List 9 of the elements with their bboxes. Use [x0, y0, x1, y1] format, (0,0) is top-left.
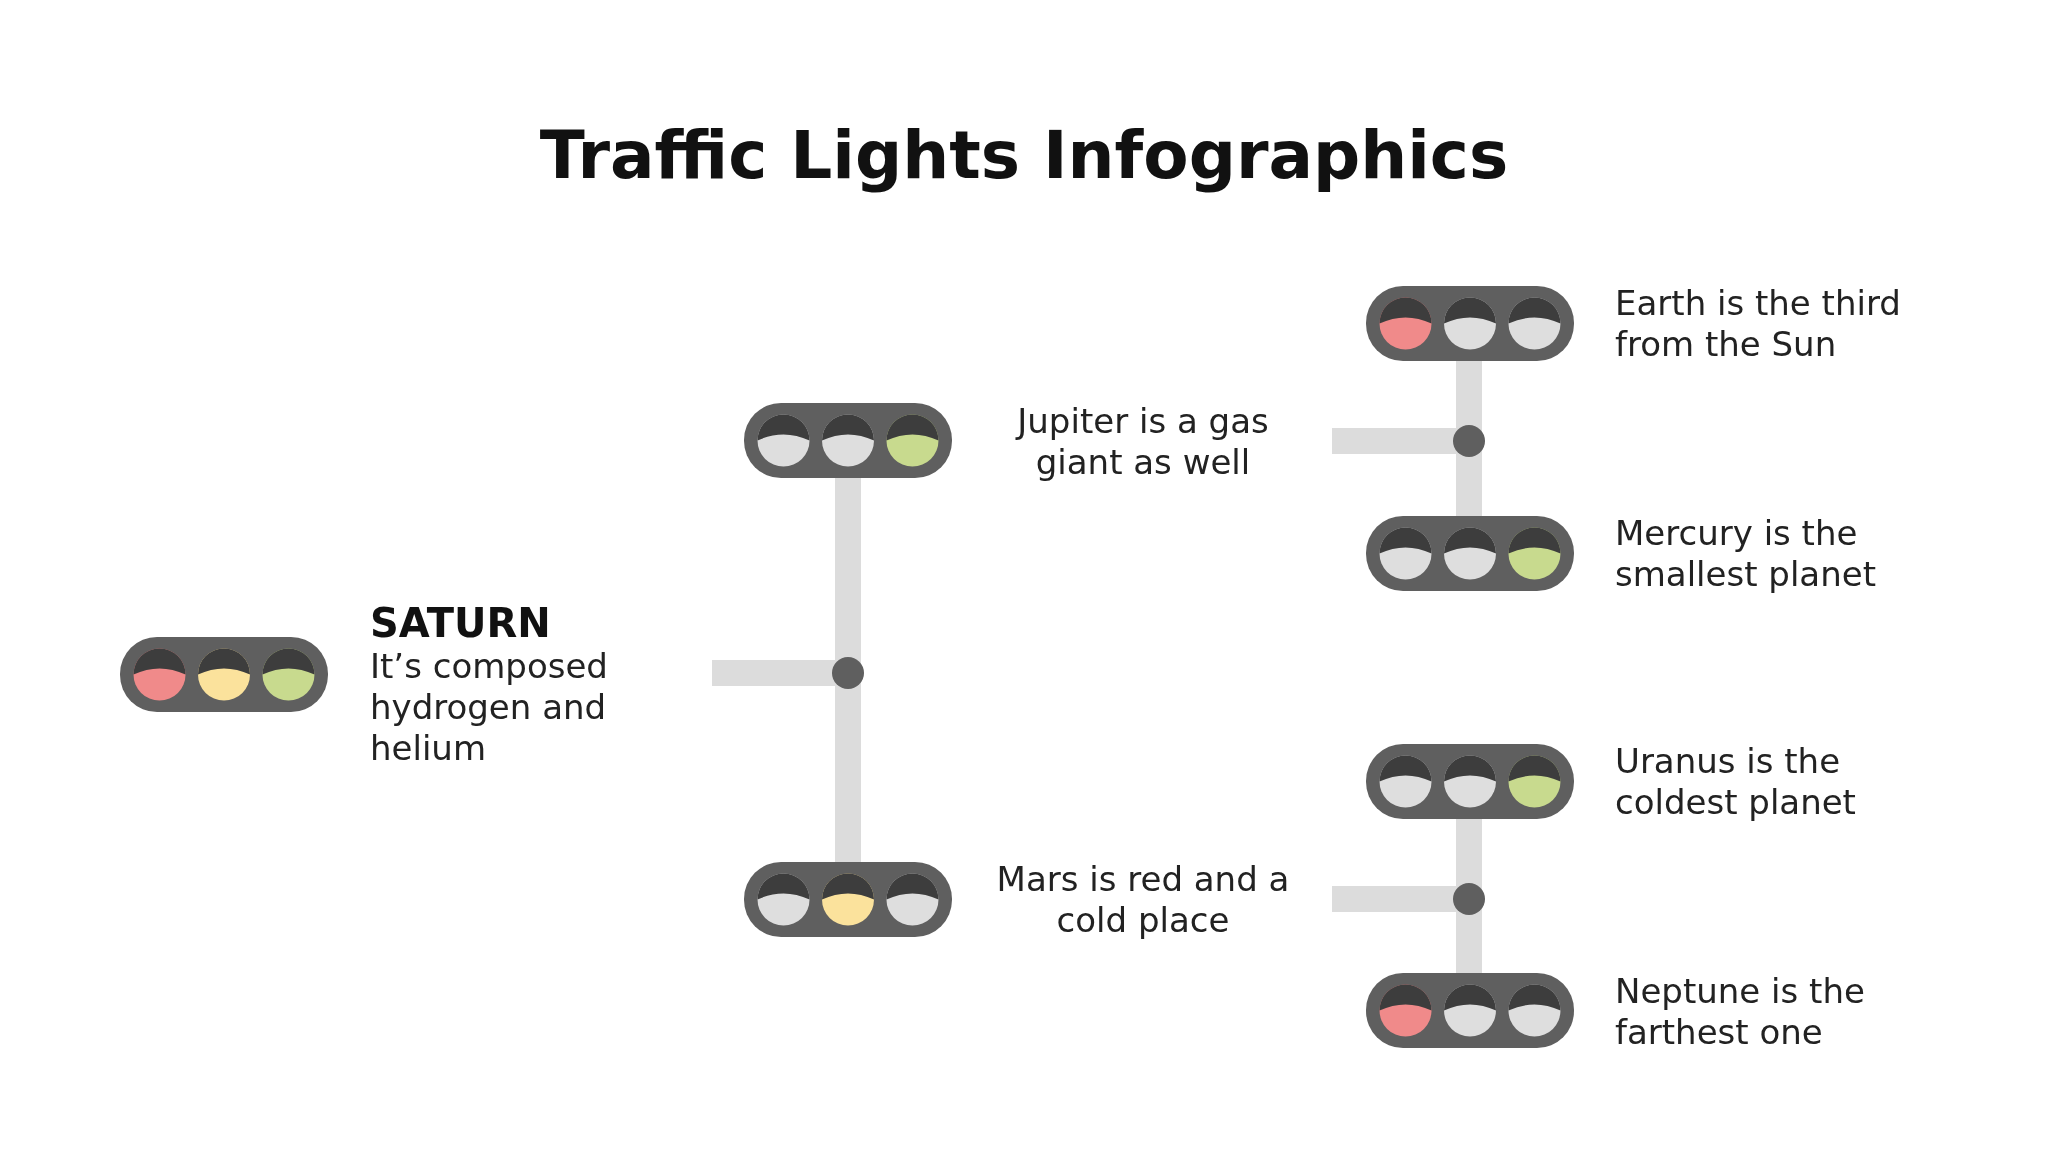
description-text: Jupiter is a gas giant as well [1014, 401, 1270, 483]
title: Traffic Lights Infographics [539, 116, 1509, 196]
description-text: Mars is red and a cold place [995, 859, 1291, 941]
description-text: It’s composed hydrogen and helium [370, 646, 609, 769]
description-text: Earth is the third from the Sun [1615, 283, 1902, 365]
description-text: Mercury is the smallest planet [1615, 513, 1877, 595]
description-text: Neptune is the farthest one [1615, 971, 1866, 1053]
description-text: Uranus is the coldest planet [1615, 741, 1857, 823]
heading: SATURN [370, 600, 551, 646]
